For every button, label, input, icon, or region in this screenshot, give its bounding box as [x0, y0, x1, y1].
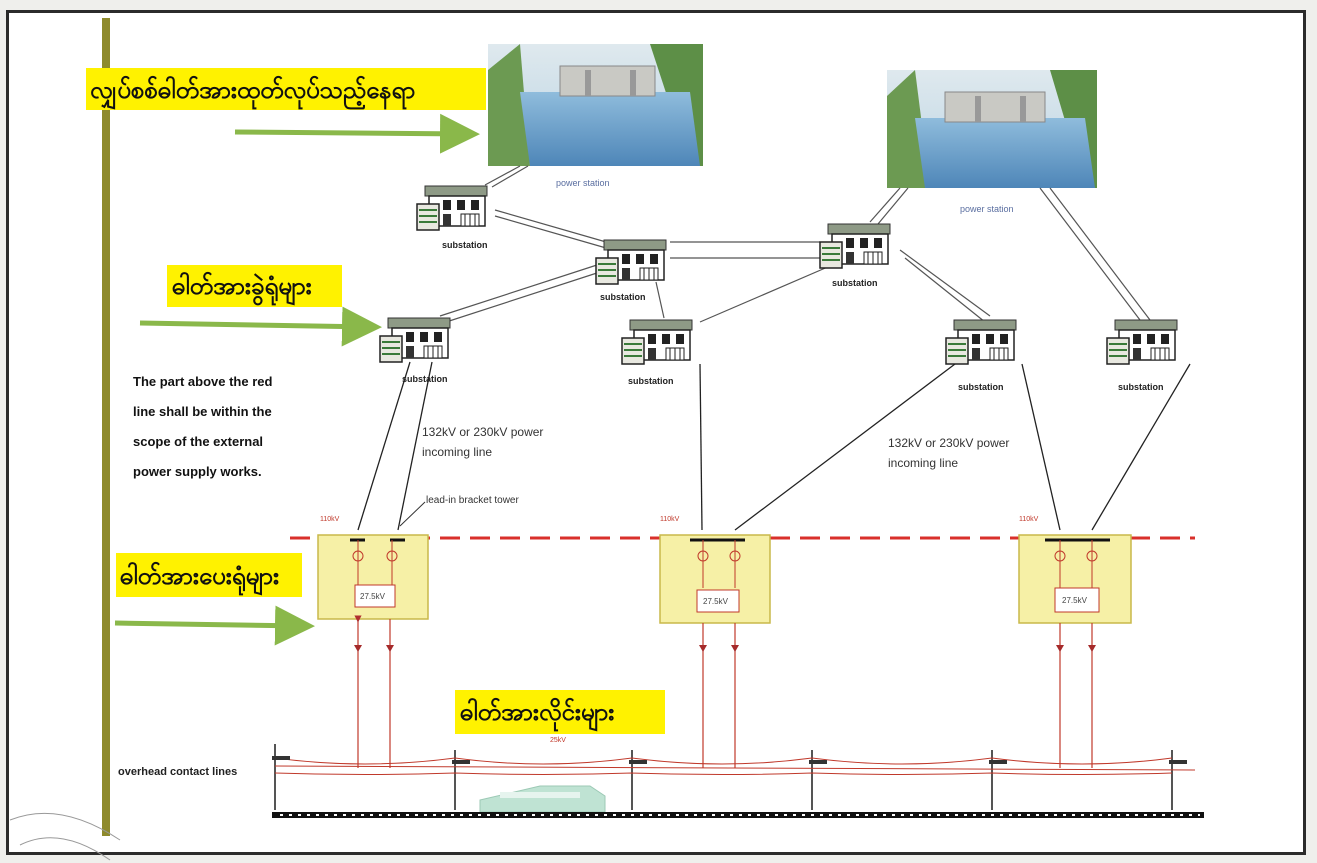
- substation-icon-g: [1106, 319, 1178, 365]
- incoming-lines: [357, 361, 1191, 531]
- incoming-line-label-right: 132kV or 230kV power incoming line: [888, 436, 1013, 470]
- power-station-2: [887, 70, 1097, 188]
- power-station-label-2: power station: [960, 204, 1014, 214]
- heading-supply-bg: [116, 553, 302, 597]
- traction-substation-3: 27.5kV: [1018, 534, 1132, 624]
- substation-icon-c: [595, 239, 667, 285]
- overhead-contact-lines-label: overhead contact lines: [118, 766, 237, 778]
- substation-label-f: substation: [958, 382, 1004, 392]
- traction-substation-2: 27.5kV: [659, 534, 771, 624]
- corner-stamp: [9, 812, 121, 861]
- transmission-network: [439, 165, 1151, 325]
- box-tag-1: 110kV: [320, 516, 340, 523]
- substation-icon-a: [416, 185, 488, 231]
- transformer-label-1: 27.5kV: [360, 592, 386, 601]
- substation-label-c: substation: [600, 292, 646, 302]
- track: [272, 812, 1204, 818]
- lead-in-tower-label: lead-in bracket tower: [426, 495, 519, 506]
- substation-icon-d: [819, 223, 891, 269]
- substation-icon-b: [379, 317, 451, 363]
- box-tag-2: 110kV: [660, 516, 680, 523]
- power-station-label-1: power station: [556, 178, 610, 188]
- transformer-label-3: 27.5kV: [1062, 596, 1088, 605]
- lead-in-pointer: [399, 501, 426, 527]
- left-pole: [102, 18, 110, 836]
- substation-icon-e: [621, 319, 693, 365]
- substation-label-a: substation: [442, 240, 488, 250]
- heading-generation-bg: [86, 68, 486, 110]
- scope-note: The part above the red line shall be wit…: [133, 374, 276, 479]
- substation-label-e: substation: [628, 376, 674, 386]
- overhead-contact-system: [272, 744, 1196, 810]
- heading-substations-bg: [167, 265, 342, 307]
- train: [479, 785, 606, 813]
- heading-lines-bg: [455, 690, 665, 734]
- substation-label-d: substation: [832, 278, 878, 288]
- feeder-arrows: [354, 645, 1096, 652]
- green-arrows: [114, 113, 480, 646]
- substation-icon-f: [945, 319, 1017, 365]
- substation-label-g: substation: [1118, 382, 1164, 392]
- substation-label-b: substation: [402, 374, 448, 384]
- traction-substation-1: 27.5kV: [317, 534, 429, 620]
- power-station-1: [488, 44, 703, 166]
- incoming-line-label-left: 132kV or 230kV power incoming line: [422, 425, 547, 459]
- catenary-voltage: 25kV: [550, 737, 566, 744]
- transformer-label-2: 27.5kV: [703, 597, 729, 606]
- box-tag-3: 110kV: [1019, 516, 1039, 523]
